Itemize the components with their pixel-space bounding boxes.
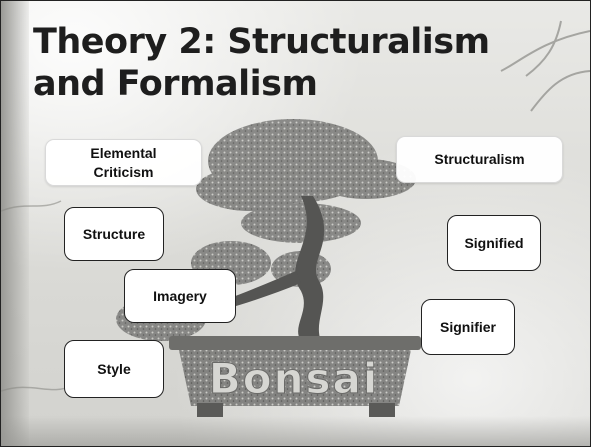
slide-title: Theory 2: Structuralism and Formalism	[33, 22, 490, 104]
decorative-branch-top-right	[500, 20, 590, 112]
bonsai-pot	[169, 336, 421, 417]
structure-box: Structure	[64, 207, 164, 261]
left-edge-texture	[1, 1, 29, 446]
tree-trunk	[295, 196, 325, 341]
signified-label: Signified	[464, 234, 524, 251]
imagery-box: Imagery	[124, 269, 236, 323]
signifier-box: Signifier	[421, 299, 515, 355]
structuralism-box: Structuralism	[396, 136, 563, 183]
elemental-criticism-box: Elemental Criticism	[45, 139, 202, 186]
imagery-label: Imagery	[153, 287, 207, 304]
structuralism-label: Structuralism	[434, 151, 525, 167]
signified-box: Signified	[447, 215, 541, 271]
bottom-edge-texture	[1, 416, 590, 446]
decorative-branch-left	[1, 200, 72, 392]
elemental-criticism-label: Elemental Criticism	[90, 144, 157, 180]
style-box: Style	[64, 340, 164, 398]
signifier-label: Signifier	[439, 318, 496, 335]
style-label: Style	[97, 360, 131, 377]
bonsai-watermark-text: Bonsai	[209, 354, 380, 403]
structure-label: Structure	[82, 225, 146, 242]
